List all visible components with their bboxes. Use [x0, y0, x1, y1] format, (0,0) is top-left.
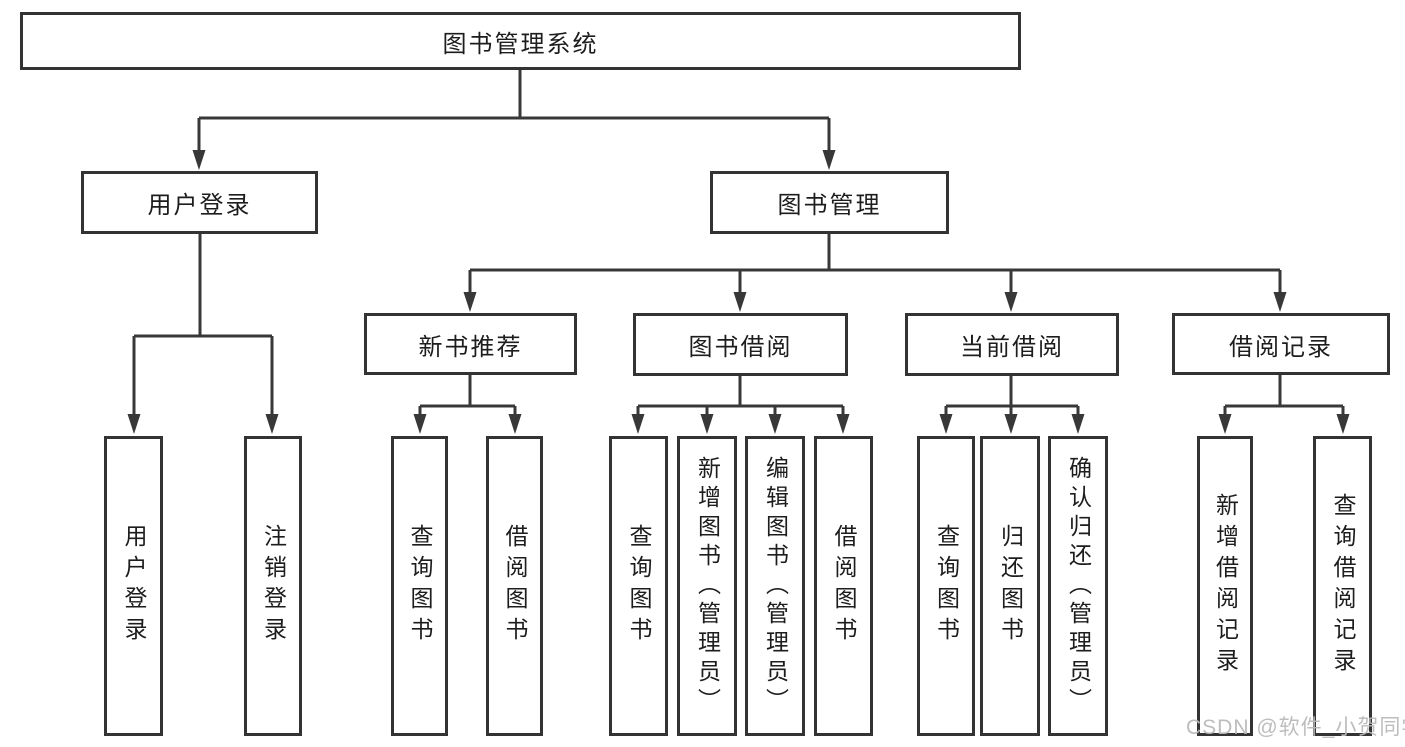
node-leaf-confirm-return-admin: 确认归还（管理员）	[1048, 436, 1108, 736]
node-leaf-add-borrow-record: 新增借阅记录	[1197, 436, 1253, 736]
node-current-borrowing: 当前借阅	[905, 313, 1119, 376]
node-borrowing-records: 借阅记录	[1172, 313, 1390, 375]
connector-book-management-to-level3	[463, 233, 1287, 312]
node-root-library-management-system: 图书管理系统	[20, 12, 1021, 70]
connector-current-borrowing-children	[939, 375, 1085, 434]
connector-book-borrowing-children	[631, 375, 850, 434]
node-leaf-borrow-books-1: 借阅图书	[486, 436, 543, 736]
node-book-management: 图书管理	[710, 171, 949, 234]
connector-user-login-children	[127, 233, 279, 434]
node-leaf-query-books-3: 查询图书	[917, 436, 975, 736]
node-leaf-query-borrow-record: 查询借阅记录	[1313, 436, 1372, 736]
csdn-watermark: CSDN @软件_小贺同学	[1186, 716, 1405, 739]
node-leaf-user-login: 用户登录	[104, 436, 163, 736]
node-leaf-return-books: 归还图书	[980, 436, 1040, 736]
node-leaf-borrow-books-2: 借阅图书	[814, 436, 873, 736]
node-leaf-logout: 注销登录	[244, 436, 302, 736]
node-book-borrowing: 图书借阅	[633, 313, 848, 376]
node-leaf-add-books-admin: 新增图书（管理员）	[677, 436, 737, 736]
node-user-login: 用户登录	[81, 171, 318, 234]
node-leaf-edit-books-admin: 编辑图书（管理员）	[745, 436, 805, 736]
connector-root-to-level2	[192, 69, 836, 170]
node-new-book-recommendation: 新书推荐	[364, 313, 577, 375]
node-leaf-query-books-1: 查询图书	[391, 436, 448, 736]
connector-borrowing-records-children	[1218, 374, 1350, 434]
node-leaf-query-books-2: 查询图书	[609, 436, 668, 736]
connector-new-book-recommendation-children	[413, 374, 522, 434]
